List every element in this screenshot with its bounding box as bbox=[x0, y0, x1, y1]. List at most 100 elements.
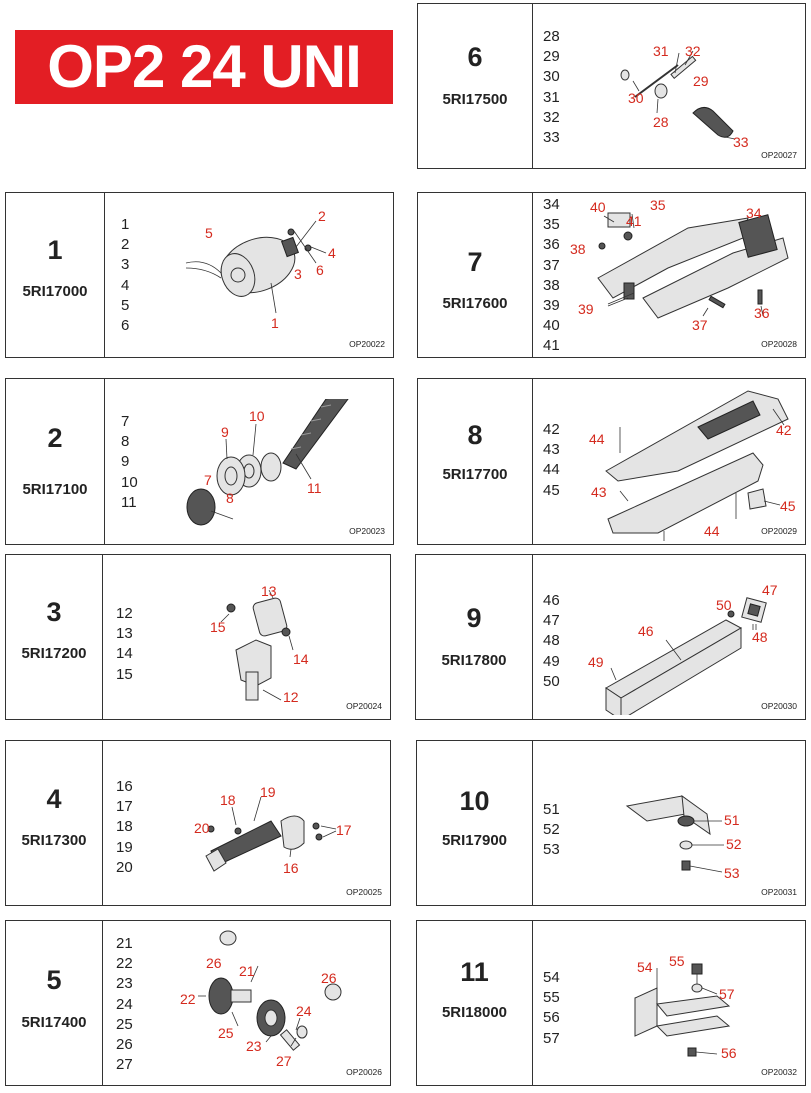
exploded-diagram: 5 2 4 6 3 1 bbox=[185, 208, 336, 331]
exploded-diagram: 13 15 14 12 bbox=[210, 583, 309, 705]
group-code: 5RI17500 bbox=[442, 91, 508, 108]
svg-text:50: 50 bbox=[716, 597, 732, 613]
drawing-code: OP20032 bbox=[761, 1067, 797, 1077]
part-number: 43 bbox=[543, 441, 560, 459]
svg-text:42: 42 bbox=[776, 422, 792, 438]
svg-text:14: 14 bbox=[293, 651, 309, 667]
group-number: 11 bbox=[460, 957, 489, 987]
part-number: 3 bbox=[121, 256, 130, 274]
svg-text:7: 7 bbox=[204, 472, 212, 488]
part-number: 29 bbox=[543, 48, 560, 66]
group-code: 5RI17100 bbox=[22, 481, 88, 498]
svg-text:38: 38 bbox=[570, 241, 586, 257]
part-number: 10 bbox=[121, 473, 138, 491]
exploded-diagram: 40 41 35 34 38 39 37 36 bbox=[570, 198, 789, 333]
group-number: 4 bbox=[46, 784, 62, 814]
svg-text:51: 51 bbox=[724, 812, 740, 828]
svg-text:32: 32 bbox=[685, 43, 701, 59]
svg-text:29: 29 bbox=[693, 73, 709, 89]
svg-text:44: 44 bbox=[589, 431, 605, 447]
part-number: 42 bbox=[543, 421, 560, 438]
svg-text:10: 10 bbox=[249, 408, 265, 424]
drawing-code: OP20027 bbox=[761, 150, 797, 160]
exploded-diagram: 31 32 29 30 28 33 bbox=[620, 43, 749, 150]
exploded-diagram: 18 19 20 17 16 bbox=[194, 784, 352, 876]
group-number: 1 bbox=[47, 235, 63, 265]
part-number: 38 bbox=[543, 276, 560, 294]
svg-text:4: 4 bbox=[328, 245, 336, 261]
group-code: 5RI17200 bbox=[21, 645, 87, 662]
svg-text:1: 1 bbox=[271, 315, 279, 331]
group-number: 6 bbox=[467, 42, 483, 72]
group-code: 5RI17300 bbox=[21, 832, 87, 849]
group-code: 5RI18000 bbox=[441, 1004, 508, 1021]
part-number: 45 bbox=[543, 481, 560, 499]
svg-text:30: 30 bbox=[628, 90, 644, 106]
part-number: 25 bbox=[116, 1015, 133, 1033]
part-number: 50 bbox=[543, 672, 560, 690]
svg-text:18: 18 bbox=[220, 792, 236, 808]
svg-text:57: 57 bbox=[719, 986, 735, 1002]
svg-text:3: 3 bbox=[294, 266, 302, 282]
part-number: 55 bbox=[543, 989, 560, 1007]
drawing-code: OP20023 bbox=[349, 526, 385, 536]
part-number: 14 bbox=[116, 645, 133, 663]
svg-text:53: 53 bbox=[724, 865, 740, 881]
part-number: 54 bbox=[543, 969, 560, 986]
part-number: 35 bbox=[543, 216, 560, 234]
drawing-code: OP20030 bbox=[761, 701, 797, 711]
part-number: 41 bbox=[543, 337, 560, 355]
part-number: 48 bbox=[543, 632, 560, 650]
svg-text:39: 39 bbox=[578, 301, 594, 317]
svg-text:6: 6 bbox=[316, 262, 324, 278]
part-number: 40 bbox=[543, 317, 560, 335]
svg-text:16: 16 bbox=[283, 860, 299, 876]
svg-text:5: 5 bbox=[205, 225, 213, 241]
part-number: 5 bbox=[121, 296, 130, 314]
drawing-code: OP20029 bbox=[761, 526, 797, 536]
part-number: 51 bbox=[543, 801, 560, 818]
part-number: 16 bbox=[116, 778, 133, 795]
svg-text:11: 11 bbox=[307, 480, 322, 496]
group-number: 8 bbox=[467, 420, 483, 450]
group-code: 5RI17600 bbox=[442, 295, 508, 312]
svg-text:41: 41 bbox=[626, 213, 642, 229]
svg-text:23: 23 bbox=[246, 1038, 262, 1054]
drawing-code: OP20025 bbox=[346, 887, 382, 897]
svg-text:48: 48 bbox=[752, 629, 768, 645]
part-number: 23 bbox=[116, 975, 133, 993]
part-number: 13 bbox=[116, 625, 133, 643]
group-number: 7 bbox=[467, 247, 483, 277]
part-number: 2 bbox=[121, 236, 130, 254]
part-number: 53 bbox=[543, 841, 560, 859]
svg-text:2: 2 bbox=[318, 208, 326, 224]
part-number: 33 bbox=[543, 128, 560, 146]
part-number: 9 bbox=[121, 453, 130, 471]
part-number: 7 bbox=[121, 413, 130, 430]
svg-text:44: 44 bbox=[704, 523, 720, 539]
part-number: 8 bbox=[121, 433, 130, 451]
part-number: 37 bbox=[543, 256, 560, 274]
part-number: 11 bbox=[121, 493, 137, 511]
part-number: 6 bbox=[121, 316, 130, 334]
part-number: 15 bbox=[116, 665, 133, 683]
svg-text:25: 25 bbox=[218, 1025, 234, 1041]
parts-list: 7 8 9 10 11 bbox=[121, 412, 138, 513]
svg-text:46: 46 bbox=[638, 623, 654, 639]
svg-text:34: 34 bbox=[746, 205, 762, 221]
part-number: 32 bbox=[543, 108, 560, 126]
part-number: 30 bbox=[543, 68, 560, 86]
part-number: 18 bbox=[116, 818, 133, 836]
